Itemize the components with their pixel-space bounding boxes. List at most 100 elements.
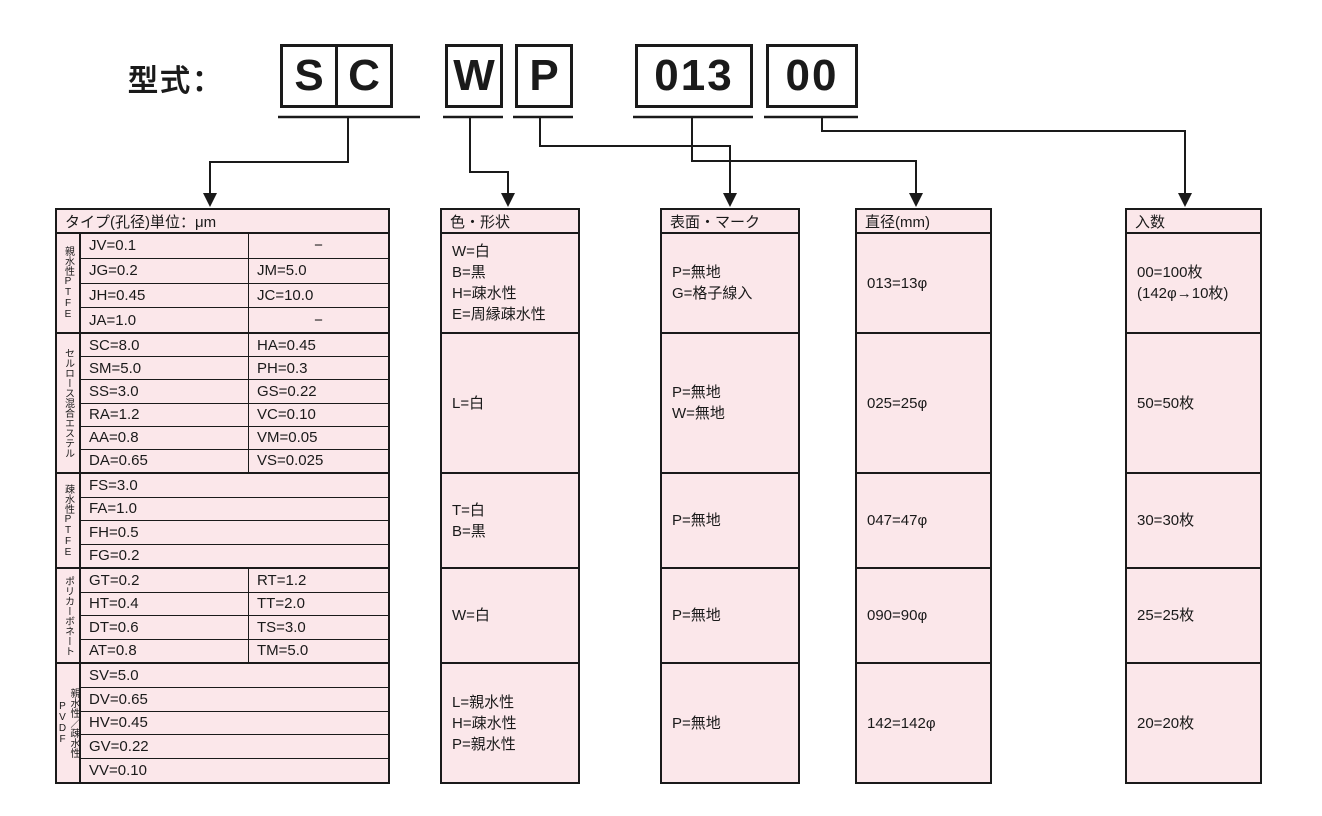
value-cell: 025=25φ: [857, 334, 990, 474]
cell-line: 20=20枚: [1137, 714, 1195, 732]
code-cell: −: [314, 311, 323, 329]
value-cell: P=無地: [662, 569, 798, 664]
cell-line: G=格子線入: [672, 285, 753, 302]
code-box-type-2: C: [335, 44, 393, 108]
arrow-down-icon: [203, 193, 217, 207]
value-cell: 090=90φ: [857, 569, 990, 664]
color-shape-header: 色・形状: [442, 210, 578, 234]
code-cell: VS=0.025: [257, 452, 324, 470]
code-cell: −: [314, 237, 323, 255]
cell-line: 090=90φ: [867, 607, 928, 624]
connector-line: [539, 118, 731, 195]
code-cell: SV=5.0: [89, 666, 139, 684]
code-cell: RT=1.2: [257, 571, 307, 589]
value-cell: 047=47φ: [857, 474, 990, 569]
value-cell: 20=20枚: [1127, 664, 1260, 782]
cell-line: P=親水性: [452, 735, 516, 753]
code-cell: JV=0.1: [81, 234, 249, 258]
quantity-header: 入数: [1127, 210, 1260, 234]
page-title: 型式：: [128, 65, 224, 98]
cell-line: L=親水性: [452, 693, 515, 711]
cell-line: 00=100枚: [1137, 264, 1203, 281]
connector-line: [469, 118, 509, 195]
cell-line: P=無地: [672, 264, 721, 281]
cell-line: B=黒: [452, 264, 486, 281]
cell-line: T=白: [452, 501, 485, 519]
code-cell: JC=10.0: [257, 286, 314, 304]
cell-line: W=白: [452, 607, 490, 624]
value-cell: L=白: [442, 334, 578, 474]
cell-line: 50=50枚: [1137, 394, 1195, 412]
code-cell: FS=3.0: [89, 476, 138, 494]
code-box-quantity: 00: [766, 44, 858, 108]
cell-line: H=疎水性: [452, 714, 517, 732]
arrow-down-icon: [723, 193, 737, 207]
value-cell: P=無地 G=格子線入: [662, 234, 798, 334]
code-cell: TM=5.0: [257, 642, 309, 660]
value-cell: 00=100枚(142φ→10枚): [1127, 234, 1260, 334]
cell-line: 047=47φ: [867, 512, 928, 529]
cell-line: 30=30枚: [1137, 512, 1195, 529]
diameter-cells: 013=13φ 025=25φ 047=47φ 090=90φ 142=142φ: [857, 234, 990, 782]
connector-line: [821, 118, 1186, 195]
code-box-diameter: 013: [635, 44, 753, 108]
code-cell: TT=2.0: [257, 595, 305, 613]
cell-line: B=黒: [452, 522, 486, 540]
value-cell: 25=25枚: [1127, 569, 1260, 664]
code-cell: HV=0.45: [89, 714, 148, 732]
cell-line: L=白: [452, 394, 485, 412]
table-row: HV=0.45: [81, 712, 388, 736]
table-row: VV=0.10: [81, 759, 388, 782]
cell-line: W=無地: [672, 405, 725, 422]
table-row: RA=1.2 VC=0.10: [81, 403, 388, 427]
cell-line: 25=25枚: [1137, 607, 1195, 624]
value-cell: 142=142φ: [857, 664, 990, 782]
diameter-table: 直径(mm) 013=13φ 025=25φ 047=47φ 090=90φ 142=1…: [855, 208, 992, 784]
code-cell: JA=1.0: [81, 308, 249, 332]
type-table-header: タイプ(孔径)単位：μm: [57, 210, 388, 234]
group-label: ポリカーボネート: [57, 569, 81, 662]
code-cell: GV=0.22: [89, 738, 149, 756]
table-row: SC=8.0 HA=0.45: [81, 334, 388, 358]
code-cell: DV=0.65: [89, 690, 148, 708]
cell-line: 013=13φ: [867, 274, 928, 292]
table-row: FG=0.2: [81, 545, 388, 568]
code-cell: GS=0.22: [257, 382, 317, 400]
group-label: 疎水性PTFE: [57, 474, 81, 567]
cell-line: P=無地: [672, 607, 721, 624]
code-cell: FA=1.0: [89, 500, 137, 518]
diameter-header: 直径(mm): [857, 210, 990, 234]
value-cell: 50=50枚: [1127, 334, 1260, 474]
code-cell: VC=0.10: [257, 406, 316, 424]
code-cell: JG=0.2: [81, 258, 249, 283]
code-cell: SC=8.0: [81, 334, 249, 357]
value-cell: P=無地: [662, 664, 798, 782]
table-row: FS=3.0: [81, 474, 388, 498]
value-cell: 013=13φ: [857, 234, 990, 334]
table-row: JA=1.0 −: [81, 308, 388, 332]
code-cell: HA=0.45: [257, 336, 316, 354]
group-label: 親水性／疎水性 PVDF: [57, 664, 81, 782]
code-cell: RA=1.2: [81, 403, 249, 426]
cell-line: 142=142φ: [867, 714, 936, 732]
table-row: GV=0.22: [81, 735, 388, 760]
code-cell: GT=0.2: [81, 569, 249, 592]
